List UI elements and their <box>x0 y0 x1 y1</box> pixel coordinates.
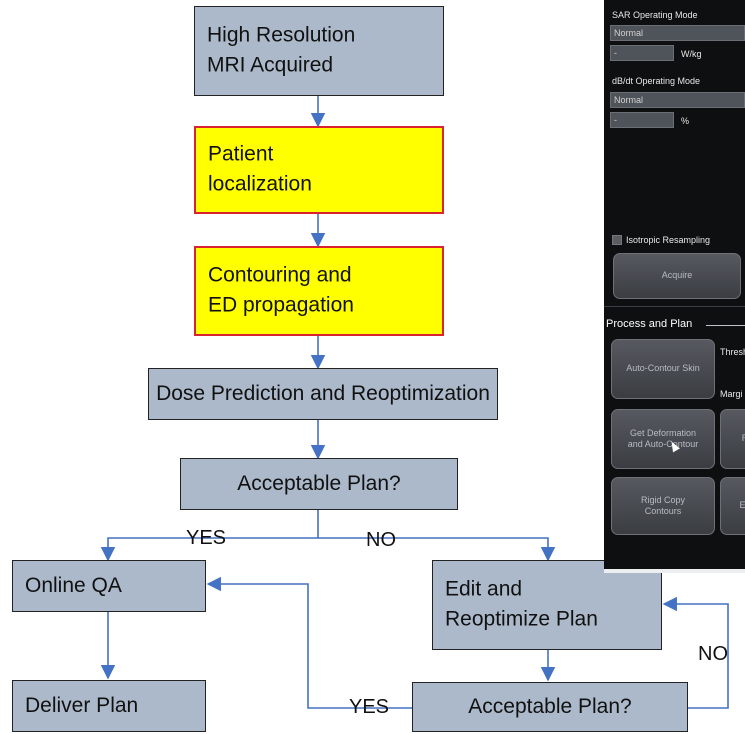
edge-label-no-right: NO <box>698 643 728 665</box>
node-acceptable-plan-2: Acceptable Plan? <box>412 682 688 732</box>
dbdt-unit: % <box>681 116 690 126</box>
node-deliver-plan-label: Deliver Plan <box>25 693 139 717</box>
node-online-qa: Online QA <box>12 560 206 612</box>
arrow-accept2-yes-to-qa <box>206 576 412 709</box>
sar-mode-value: Normal <box>614 28 644 38</box>
isotropic-label: Isotropic Resampling <box>626 235 711 245</box>
divider <box>604 306 745 307</box>
node-edit-reoptimize-label: Edit and Reoptimize Plan <box>445 577 598 631</box>
edge-label-yes-top: YES <box>186 527 227 549</box>
sar-value-field[interactable]: - <box>610 45 674 61</box>
node-acceptable-plan-1-label: Acceptable Plan? <box>237 471 401 495</box>
node-dose-prediction-label: Dose Prediction and Reoptimization <box>156 381 490 405</box>
auto-contour-skin-button[interactable]: Auto-Contour Skin <box>611 339 715 399</box>
sar-mode-label: SAR Operating Mode <box>612 10 698 20</box>
node-acceptable-plan-1: Acceptable Plan? <box>180 458 458 510</box>
edge-label-no-top: NO <box>366 529 396 551</box>
partial-ed-button[interactable]: Ed <box>720 477 745 535</box>
dbdt-mode-field[interactable]: Normal <box>610 92 745 108</box>
node-edit-reoptimize: Edit and Reoptimize Plan <box>432 560 662 650</box>
partial-r-label: R <box>742 433 745 444</box>
process-plan-heading: Process and Plan <box>606 318 693 330</box>
threshold-label: Thresh <box>720 347 745 357</box>
arrow-accept1-yes-to-qa <box>100 510 319 562</box>
mri-console-screenshot: SAR Operating Mode Normal - W/kg dB/dt O… <box>604 0 745 573</box>
node-mri-acquired-label: High Resolution MRI Acquired <box>207 23 356 77</box>
dbdt-value-text: - <box>614 115 617 125</box>
dbdt-mode-label: dB/dt Operating Mode <box>612 76 701 86</box>
node-patient-localization-label: Patient localization <box>208 142 312 196</box>
dbdt-value-field[interactable]: - <box>610 112 674 128</box>
rigid-copy-label: Rigid Copy Contours <box>640 494 686 516</box>
acquire-button-label: Acquire <box>661 270 693 281</box>
node-patient-localization: Patient localization <box>194 126 444 214</box>
acquire-button[interactable]: Acquire <box>613 253 741 299</box>
dbdt-mode-value: Normal <box>614 95 644 105</box>
arrow-accept1-no-to-edit <box>318 537 556 562</box>
section-rule <box>706 325 745 326</box>
sar-value-text: - <box>614 48 617 58</box>
node-contouring: Contouring and ED propagation <box>194 246 444 336</box>
arrow-accept2-no-to-edit <box>662 596 729 709</box>
edge-label-yes-bottom: YES <box>349 696 390 718</box>
node-online-qa-label: Online QA <box>25 573 122 597</box>
margin-label: Margi <box>720 389 743 399</box>
partial-r-button[interactable]: R <box>720 409 745 469</box>
get-deformation-label: Get Deformation and Auto-Contour <box>627 427 699 449</box>
rigid-copy-button[interactable]: Rigid Copy Contours <box>611 477 715 535</box>
node-deliver-plan: Deliver Plan <box>12 680 206 732</box>
get-deformation-button[interactable]: Get Deformation and Auto-Contour <box>611 409 715 469</box>
sar-mode-field[interactable]: Normal <box>610 25 745 41</box>
node-dose-prediction: Dose Prediction and Reoptimization <box>148 368 498 420</box>
isotropic-checkbox[interactable] <box>612 235 622 245</box>
node-acceptable-plan-2-label: Acceptable Plan? <box>468 694 632 718</box>
node-mri-acquired: High Resolution MRI Acquired <box>194 6 444 96</box>
sar-unit: W/kg <box>681 49 702 59</box>
node-contouring-label: Contouring and ED propagation <box>208 263 354 317</box>
partial-ed-label: Ed <box>739 500 745 511</box>
auto-contour-skin-label: Auto-Contour Skin <box>626 363 700 374</box>
